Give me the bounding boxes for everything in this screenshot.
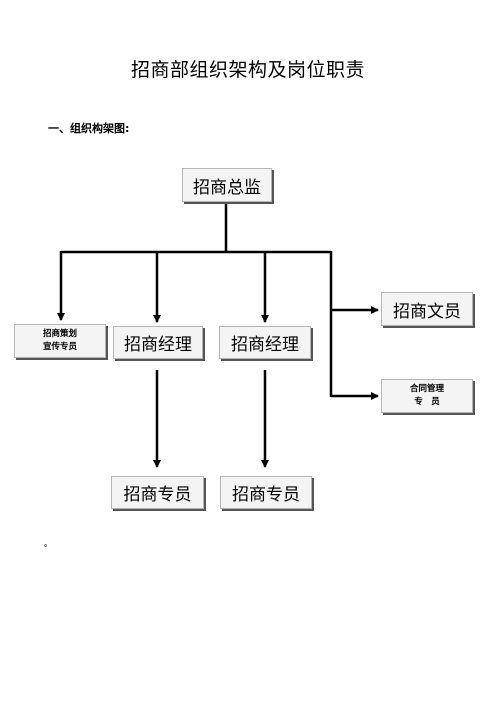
node-director-label: 招商总监 [193, 177, 261, 198]
node-specialist-1: 招商专员 [111, 476, 204, 509]
trailing-mark: 。 [44, 539, 52, 548]
node-planning-line2: 宣传专员 [42, 342, 77, 352]
section-heading: 一、组织构架图: [48, 122, 130, 135]
node-specialist-1-label: 招商专员 [123, 485, 192, 505]
document-title: 招商部组织架构及岗位职责 [130, 59, 365, 81]
node-contract-line2: 专 员 [414, 397, 440, 407]
node-clerk-label: 招商文员 [393, 301, 461, 322]
node-director: 招商总监 [182, 168, 272, 202]
node-manager-2-label: 招商经理 [231, 335, 299, 355]
node-contract: 合同管理 专 员 [381, 379, 473, 413]
node-manager-1-label: 招商经理 [124, 335, 192, 355]
node-manager-1: 招商经理 [113, 326, 203, 359]
node-specialist-2-label: 招商专员 [232, 485, 300, 505]
node-planning-line1: 招商策划 [42, 329, 77, 339]
node-specialist-2: 招商专员 [220, 476, 312, 509]
node-manager-2: 招商经理 [219, 326, 311, 359]
node-clerk: 招商文员 [381, 292, 473, 326]
node-planning: 招商策划 宣传专员 [14, 324, 106, 358]
node-contract-line1: 合同管理 [409, 384, 444, 394]
